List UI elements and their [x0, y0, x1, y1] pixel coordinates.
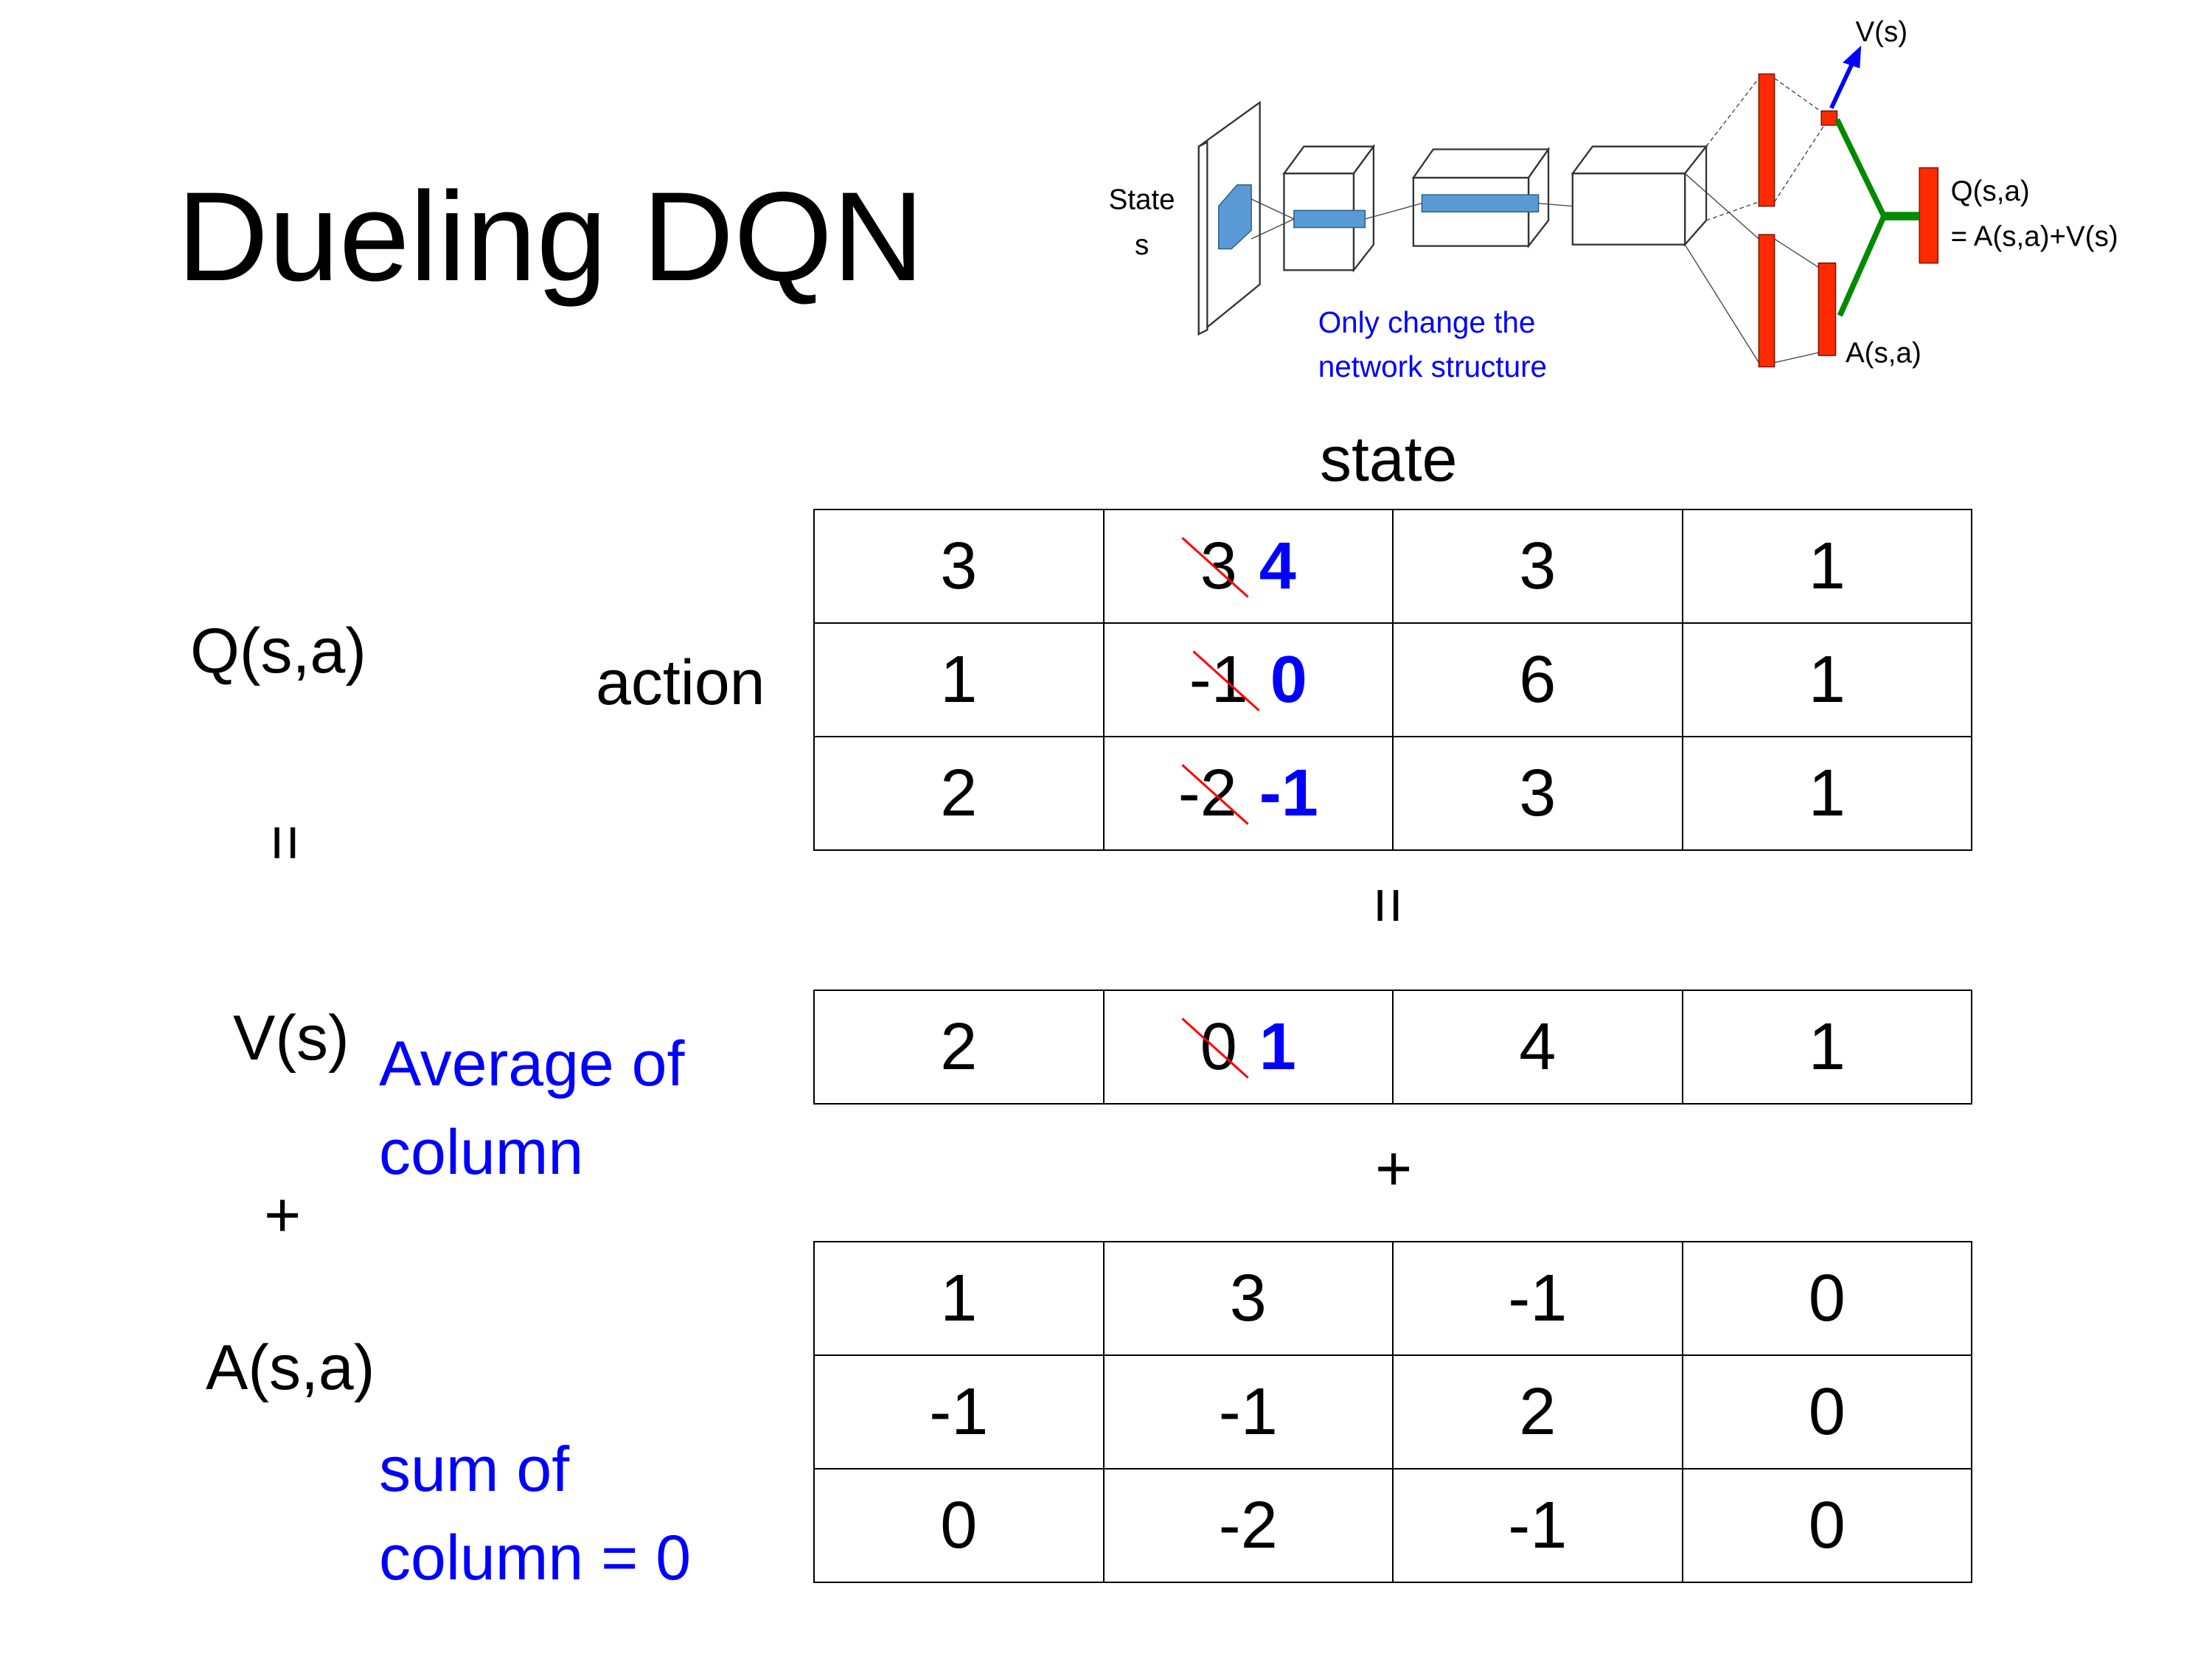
- old-value: 0: [1200, 1009, 1237, 1084]
- v-output-label: V(s): [1855, 16, 1907, 48]
- table-cell: -2: [1104, 1470, 1394, 1583]
- q-output-label: Q(s,a): [1951, 175, 2030, 207]
- table-cell: 3: [1394, 510, 1683, 624]
- combine-lines: [1834, 118, 1920, 317]
- updated-value: 4: [1259, 529, 1296, 603]
- dueling-network-diagram: State s V(s) Q(s,a) = A(s,a)+V(s) A(s,a)…: [1109, 16, 2118, 383]
- table-cell: 2: [815, 737, 1105, 851]
- table-cell: 0: [1683, 1470, 1972, 1583]
- conv-filter-3: [1421, 194, 1540, 213]
- equals-sign-center: =: [1353, 886, 1425, 925]
- table-cell: 1: [1683, 624, 1972, 737]
- note-line-2: network structure: [1318, 349, 1547, 383]
- table-cell: 1: [1683, 991, 1972, 1105]
- table-cell: 3: [815, 510, 1105, 624]
- v-label: V(s): [233, 1003, 349, 1074]
- table-cell: 2: [1394, 1356, 1683, 1470]
- equals-sign-left: =: [250, 824, 321, 862]
- conv-filter-2: [1293, 209, 1366, 229]
- table-cell: 2: [815, 991, 1105, 1105]
- table-cell: -1: [1394, 1470, 1683, 1583]
- a-output-label: A(s,a): [1846, 338, 1921, 369]
- table-cell: -2 -1: [1104, 737, 1394, 851]
- table-cell: -1: [1104, 1356, 1394, 1470]
- table-cell: 1: [815, 624, 1105, 737]
- conv-box-1: [1282, 144, 1376, 273]
- table-cell: 0: [815, 1470, 1105, 1583]
- updated-value: 0: [1270, 642, 1307, 717]
- updated-value: -1: [1259, 756, 1318, 830]
- sum-note-line-2: column = 0: [379, 1523, 692, 1593]
- note-line-1: Only change the: [1318, 305, 1536, 339]
- action-axis-label: action: [596, 647, 765, 718]
- average-note-line-2: column: [379, 1117, 584, 1188]
- table-cell: 0: [1683, 1356, 1972, 1470]
- state-label: State: [1109, 184, 1175, 215]
- table-cell: 1: [1683, 510, 1972, 624]
- output-layers: [1758, 73, 1939, 368]
- table-cell: 0: [1683, 1242, 1972, 1356]
- page-title: Dueling DQN: [177, 166, 925, 307]
- table-cell: -1: [1394, 1242, 1683, 1356]
- connection-lines: [1251, 77, 1825, 364]
- sum-note-line-1: sum of: [379, 1434, 570, 1505]
- table-cell: 6: [1394, 624, 1683, 737]
- a-label: A(s,a): [206, 1332, 375, 1403]
- table-cell: 4: [1394, 991, 1683, 1105]
- table-cell: 3: [1104, 1242, 1394, 1356]
- old-value: -1: [1189, 642, 1248, 717]
- table-cell: -1 0: [1104, 624, 1394, 737]
- q-formula-label: = A(s,a)+V(s): [1951, 221, 2118, 253]
- table-cell: -1: [815, 1356, 1105, 1470]
- state-var-label: s: [1135, 229, 1149, 261]
- plus-sign-left: +: [264, 1180, 302, 1251]
- old-value: 3: [1200, 529, 1237, 603]
- old-value: -2: [1178, 756, 1237, 830]
- table-cell: 1: [815, 1242, 1105, 1356]
- updated-value: 1: [1259, 1009, 1296, 1084]
- conv-box-3: [1571, 144, 1708, 247]
- state-axis-label: state: [1320, 424, 1458, 495]
- conv-filter-1: [1217, 184, 1252, 250]
- q-label: Q(s,a): [190, 616, 366, 686]
- plus-sign-center: +: [1375, 1133, 1413, 1204]
- table-cell: 3: [1394, 737, 1683, 851]
- table-cell: 1: [1683, 737, 1972, 851]
- value-arrow-icon: [1829, 45, 1862, 109]
- average-note-line-1: Average of: [379, 1029, 685, 1099]
